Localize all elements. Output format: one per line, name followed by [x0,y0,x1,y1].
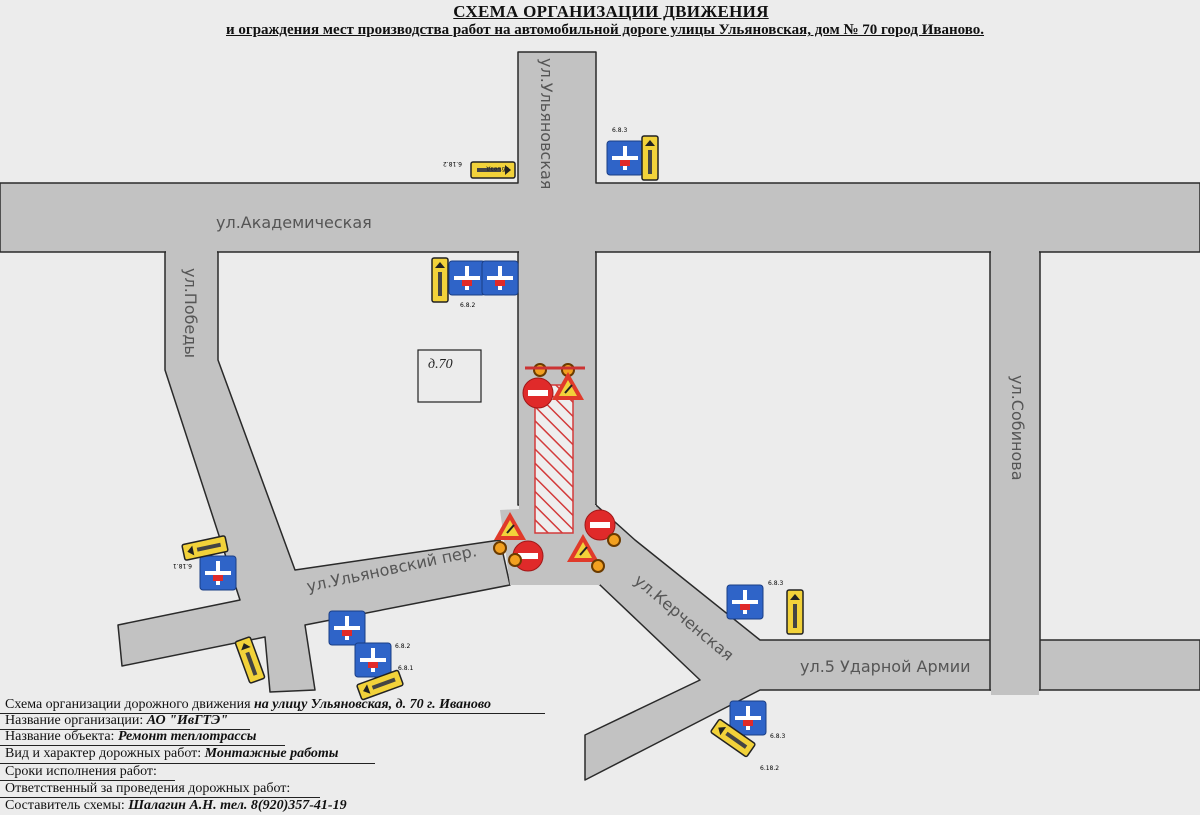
road-kerchenskaya [559,504,1200,781]
detour-sign-pobedy-bottom [234,635,266,685]
divider [0,745,285,746]
label-pobedy: ул.Победы [181,268,200,358]
info-line-deadlines: Сроки исполнения работ: [5,764,157,779]
lamp-icon [533,363,547,377]
blue-sign-kerchenskaya [726,584,764,620]
lamp-icon [591,559,605,573]
label-sobinova: ул.Собинова [1008,375,1027,481]
detour-text: объезд [486,165,509,172]
divider [0,729,250,730]
scheme-title: СХЕМА ОРГАНИЗАЦИИ ДВИЖЕНИЯ [453,2,769,21]
info-line-author: Составитель схемы: Шалагин А.Н. тел. 8(9… [5,798,347,813]
lamp-icon [508,553,522,567]
label-ulyanovskaya: ул.Ульяновская [537,58,556,189]
scheme-subtitle: и ограждения мест производства работ на … [225,22,985,38]
divider [0,797,320,798]
sign-code: 6.18.1 [173,562,192,569]
blue-sign-d70-a [448,260,486,296]
work-zone-hatched [534,384,574,534]
road-akademicheskaya [0,51,1200,253]
detour-sign-d70 [431,257,449,303]
sign-code: 6.18.2 [760,765,779,772]
no-entry-sign [522,377,554,409]
blue-sign-pobedy [199,555,237,591]
divider [0,713,545,714]
building-70 [417,349,482,403]
sign-code: 6.8.2 [460,302,475,309]
label-udarnoy-armii: ул.5 Ударной Армии [800,657,971,676]
sign-code: 6.8.1 [398,665,413,672]
sign-code: 6.8.3 [612,127,627,134]
building-label: д.70 [428,357,453,372]
detour-sign-top-left: объезд [470,161,516,179]
blue-sign-d70-b [481,260,519,296]
info-line-scheme: Схема организации дорожного движения на … [5,697,491,712]
lamp-icon [493,541,507,555]
detour-sign-kerchenskaya [786,589,804,635]
blue-sign-per-b [354,642,392,678]
info-line-work-type: Вид и характер дорожных работ: Монтажные… [5,746,339,761]
blue-detour-sign-top-right [606,140,644,176]
info-line-organization: Название организации: АО "ИвГТЭ" [5,713,229,728]
lamp-icon [607,533,621,547]
road-pobedy [117,251,511,693]
divider [0,763,375,764]
detour-sign-top-right [641,135,659,181]
sign-code: 6.18.2 [443,160,462,167]
sign-code: 6.8.2 [395,643,410,650]
sign-code: 6.8.3 [770,733,785,740]
label-akademicheskaya: ул.Академическая [216,213,372,232]
info-line-object: Название объекта: Ремонт теплотрассы [5,729,257,744]
blue-sign-per-a [328,610,366,646]
sign-code: 6.8.3 [768,580,783,587]
divider [0,780,175,781]
info-line-responsible: Ответственный за проведения дорожных раб… [5,781,291,796]
